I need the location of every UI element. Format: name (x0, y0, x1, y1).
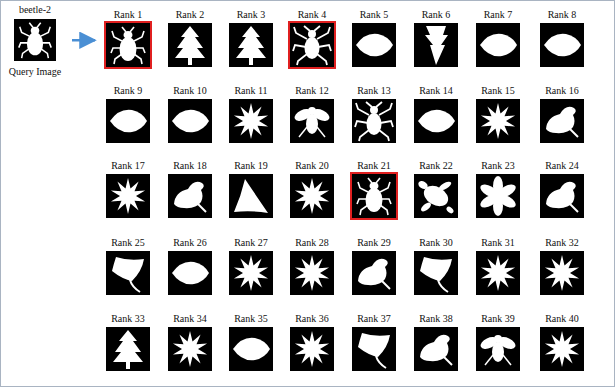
rank-label: Rank 30 (405, 237, 467, 249)
result-thumbnail: Rank 15 (467, 85, 529, 144)
result-thumbnail: Rank 30 (405, 237, 467, 296)
rank-label: Rank 13 (343, 85, 405, 97)
result-thumbnail: Rank 38 (405, 313, 467, 372)
rank-label: Rank 36 (281, 313, 343, 325)
result-thumbnail: Rank 10 (159, 85, 221, 144)
rank-label: beetle-2 (0, 4, 70, 16)
result-thumbnail: Rank 23 (467, 160, 529, 219)
rank-label: Rank 7 (467, 9, 529, 21)
result-thumbnail: Rank 12 (281, 85, 343, 144)
rank-label: Rank 26 (159, 237, 221, 249)
result-thumbnail: Rank 40 (531, 313, 593, 372)
result-thumbnail: Rank 22 (405, 160, 467, 219)
query-arrow (72, 39, 95, 42)
rank-label: Rank 35 (220, 313, 282, 325)
result-thumbnail: Rank 3 (220, 9, 282, 68)
rank-label: Rank 37 (343, 313, 405, 325)
result-thumbnail: Rank 16 (531, 85, 593, 144)
result-thumbnail: Rank 34 (159, 313, 221, 372)
rank-label: Rank 16 (531, 85, 593, 97)
rank-label: Rank 6 (405, 9, 467, 21)
rank-label: Rank 28 (281, 237, 343, 249)
rank-label: Rank 27 (220, 237, 282, 249)
result-thumbnail: Rank 7 (467, 9, 529, 68)
result-thumbnail: Rank 21 (343, 160, 405, 219)
result-thumbnail: Rank 17 (97, 160, 159, 219)
rank-label: Rank 25 (97, 237, 159, 249)
query-image: beetle-2Query Image (0, 4, 70, 80)
result-thumbnail: Rank 29 (343, 237, 405, 296)
rank-label: Rank 31 (467, 237, 529, 249)
result-thumbnail: Rank 8 (531, 9, 593, 68)
result-thumbnail: Rank 31 (467, 237, 529, 296)
result-thumbnail: Rank 36 (281, 313, 343, 372)
result-thumbnail: Rank 11 (220, 85, 282, 144)
caption-label: Query Image (0, 66, 70, 78)
rank-label: Rank 1 (97, 9, 159, 21)
result-thumbnail: Rank 24 (531, 160, 593, 219)
rank-label: Rank 23 (467, 160, 529, 172)
rank-label: Rank 22 (405, 160, 467, 172)
rank-label: Rank 21 (343, 160, 405, 172)
result-thumbnail: Rank 14 (405, 85, 467, 144)
result-thumbnail: Rank 28 (281, 237, 343, 296)
result-thumbnail: Rank 25 (97, 237, 159, 296)
rank-label: Rank 40 (531, 313, 593, 325)
rank-label: Rank 34 (159, 313, 221, 325)
rank-label: Rank 33 (97, 313, 159, 325)
result-thumbnail: Rank 2 (159, 9, 221, 68)
rank-label: Rank 38 (405, 313, 467, 325)
result-thumbnail: Rank 37 (343, 313, 405, 372)
result-thumbnail: Rank 18 (159, 160, 221, 219)
result-thumbnail: Rank 35 (220, 313, 282, 372)
result-thumbnail: Rank 26 (159, 237, 221, 296)
result-thumbnail: Rank 13 (343, 85, 405, 144)
rank-label: Rank 29 (343, 237, 405, 249)
rank-label: Rank 24 (531, 160, 593, 172)
result-thumbnail: Rank 6 (405, 9, 467, 68)
result-thumbnail: Rank 39 (467, 313, 529, 372)
result-thumbnail: Rank 5 (343, 9, 405, 68)
result-thumbnail: Rank 4 (281, 9, 343, 68)
result-thumbnail: Rank 19 (220, 160, 282, 219)
rank-label: Rank 18 (159, 160, 221, 172)
rank-label: Rank 12 (281, 85, 343, 97)
rank-label: Rank 17 (97, 160, 159, 172)
result-thumbnail: Rank 9 (97, 85, 159, 144)
result-thumbnail: Rank 1 (97, 9, 159, 68)
rank-label: Rank 32 (531, 237, 593, 249)
rank-label: Rank 15 (467, 85, 529, 97)
rank-label: Rank 2 (159, 9, 221, 21)
correct-match-highlight (105, 22, 397, 219)
rank-label: Rank 20 (281, 160, 343, 172)
rank-label: Rank 39 (467, 313, 529, 325)
query-thumbnail (14, 19, 56, 61)
rank-label: Rank 8 (531, 9, 593, 21)
rank-label: Rank 11 (220, 85, 282, 97)
rank-label: Rank 10 (159, 85, 221, 97)
result-thumbnail: Rank 32 (531, 237, 593, 296)
result-thumbnail: Rank 20 (281, 160, 343, 219)
rank-label: Rank 19 (220, 160, 282, 172)
rank-label: Rank 14 (405, 85, 467, 97)
rank-label: Rank 3 (220, 9, 282, 21)
result-thumbnails (106, 23, 584, 371)
result-thumbnail: Rank 33 (97, 313, 159, 372)
result-thumbnail: Rank 27 (220, 237, 282, 296)
rank-label: Rank 5 (343, 9, 405, 21)
rank-label: Rank 9 (97, 85, 159, 97)
rank-label: Rank 4 (281, 9, 343, 21)
